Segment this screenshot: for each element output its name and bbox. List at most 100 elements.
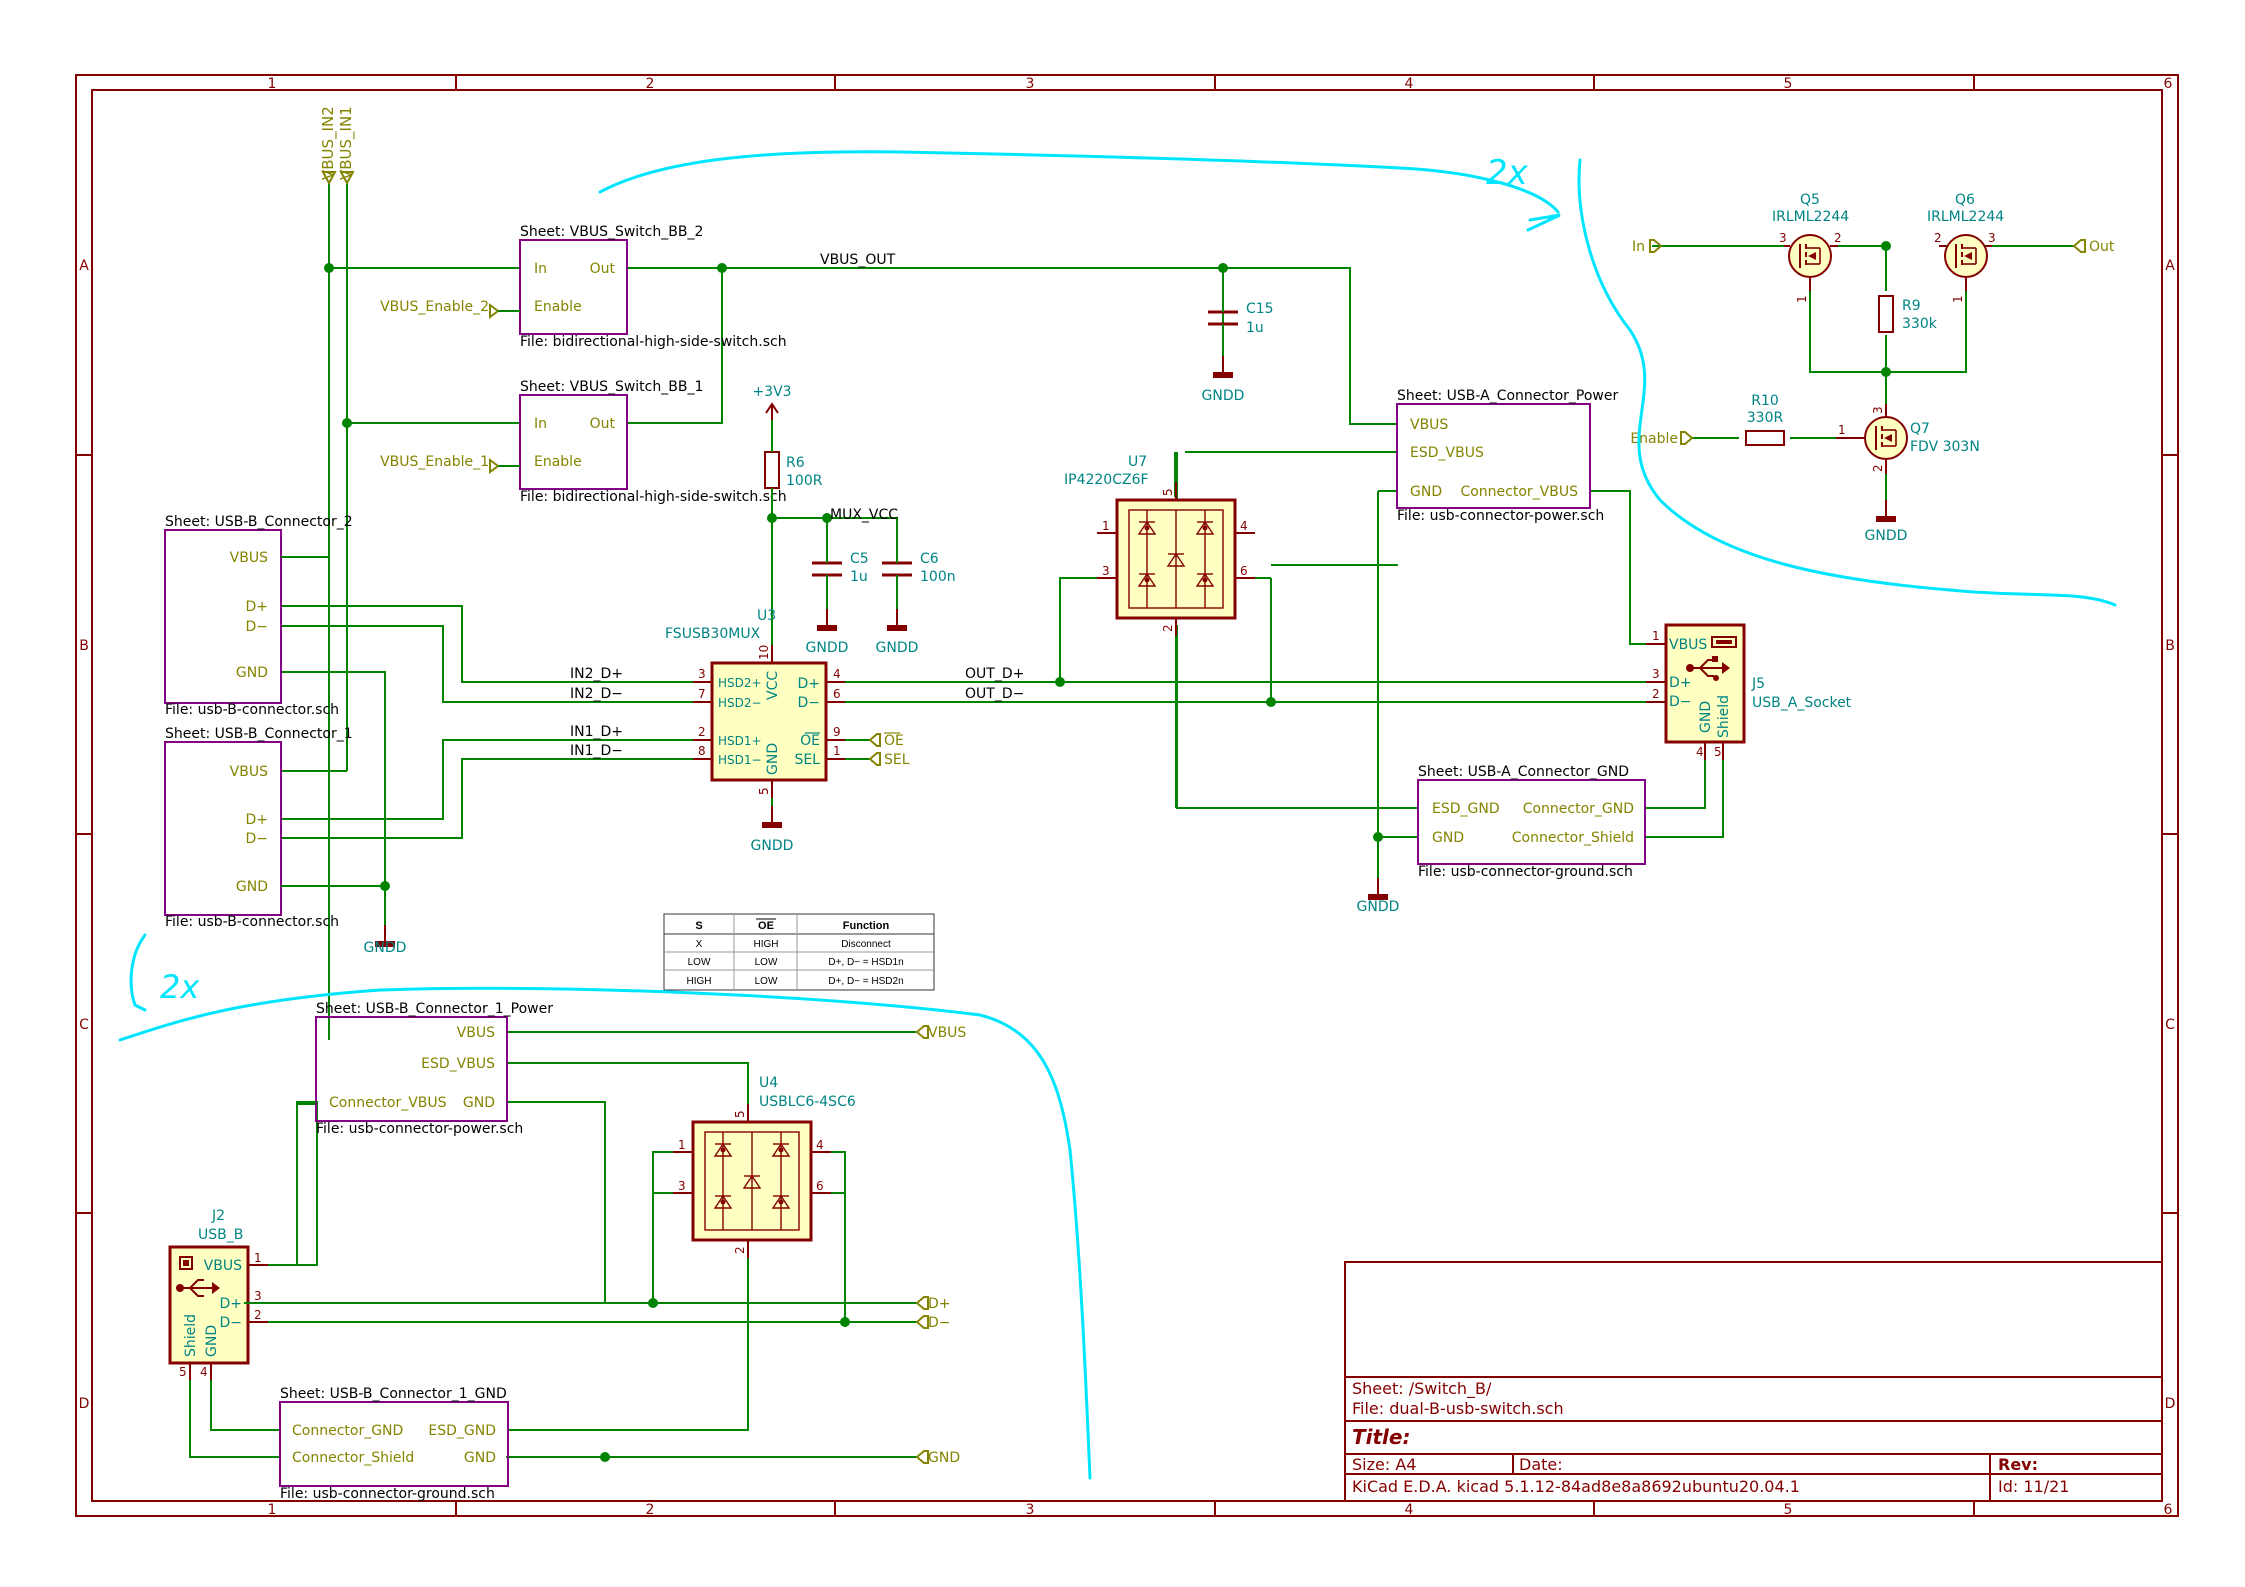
- u7-pinnum: 3: [1102, 564, 1110, 578]
- capacitor-c6[interactable]: C6 100n GNDD: [876, 518, 956, 656]
- pin-connector-gnd: Connector_GND: [1523, 801, 1634, 817]
- pin-dp: D+: [245, 599, 268, 615]
- net-in1-dm: IN1_D−: [570, 743, 623, 759]
- mosfet-q5[interactable]: 3 2 1 Q5 IRLML2244: [1772, 192, 1849, 303]
- sheet-usb-b-connector-1-gnd[interactable]: Sheet: USB-B_Connector_1_GND File: usb-c…: [279, 1386, 509, 1502]
- u4-wiring: [653, 1063, 845, 1194]
- c5-ref: C5: [850, 551, 869, 567]
- esd-u4-usblc6[interactable]: 1 3 4 6 5 2 U4 USBLC6-4SC6: [673, 1075, 856, 1258]
- label-vbus-enable-1: VBUS_Enable_1: [380, 454, 489, 470]
- title-rev: Rev:: [1998, 1455, 2038, 1474]
- sheet-usba-power-name: Sheet: USB-A_Connector_Power: [1397, 388, 1618, 404]
- pin-gnd: GND: [236, 665, 268, 681]
- sheet-vbus-bb1-file: File: bidirectional-high-side-switch.sch: [520, 489, 787, 505]
- pin-esd-gnd: ESD_GND: [1432, 801, 1500, 817]
- ic-u3-fsusb30mux[interactable]: HSD2+ HSD2− HSD1+ HSD1− D+ D− OE SEL VCC…: [665, 608, 845, 798]
- c15-ref: C15: [1246, 301, 1274, 317]
- title-block: Sheet: /Switch_B/ File: dual-B-usb-switc…: [1344, 1261, 2163, 1502]
- frame-col-6-bottom: 6: [2164, 1502, 2173, 1518]
- esd-u7-ip4220cz6f[interactable]: 1 3 4 6 5 2 U7 IP4220CZ6F: [1064, 454, 1255, 636]
- u3-pin-hsd2p: HSD2+: [718, 676, 762, 690]
- u4-pinnum: 1: [678, 1138, 686, 1152]
- u7-wiring: [1060, 452, 1271, 808]
- q6-ref: Q6: [1955, 192, 1975, 208]
- q5-value: IRLML2244: [1772, 209, 1849, 225]
- j2-pinnum: 3: [254, 1289, 262, 1303]
- pin-gnd: GND: [463, 1095, 495, 1111]
- sheet-usbb2-file: File: usb-B-connector.sch: [165, 702, 339, 718]
- gndd-label: GNDD: [1865, 528, 1908, 544]
- u3-value: FSUSB30MUX: [665, 626, 761, 642]
- capacitor-c15[interactable]: C15 1u GNDD: [1202, 268, 1274, 404]
- resistor-r10[interactable]: R10 330R: [1745, 393, 1785, 446]
- u4-pinnum: 5: [733, 1110, 747, 1118]
- frame-col-3-bottom: 3: [1026, 1502, 1035, 1518]
- sheet-usb-b-connector-1[interactable]: Sheet: USB-B_Connector_1 File: usb-B-con…: [164, 726, 353, 930]
- frame-col-6: 6: [2164, 76, 2173, 92]
- sheet-usb-b-connector-2[interactable]: Sheet: USB-B_Connector_2 File: usb-B-con…: [164, 514, 353, 718]
- pin-gnd: GND: [1432, 830, 1464, 846]
- u3-pinnum: 2: [698, 725, 706, 739]
- pin-in: In: [534, 261, 547, 277]
- sheet-usbb1-gnd-file: File: usb-connector-ground.sch: [280, 1486, 495, 1502]
- u3-control-labels: OE SEL GNDD: [751, 732, 910, 854]
- u3-ref: U3: [757, 608, 776, 624]
- truth-cell: HIGH: [754, 939, 779, 950]
- frame-row-a: A: [79, 258, 89, 274]
- frame-row-a-right: A: [2165, 258, 2175, 274]
- frame-col-1: 1: [268, 76, 277, 92]
- u3-pin-dp: D+: [797, 676, 820, 692]
- j2-pinnum: 5: [179, 1365, 187, 1379]
- title-id: Id: 11/21: [1998, 1477, 2069, 1496]
- c15-value: 1u: [1246, 320, 1264, 336]
- sheet-vbus-switch-bb2[interactable]: Sheet: VBUS_Switch_BB_2 File: bidirectio…: [380, 224, 786, 350]
- u3-pinnum: 9: [833, 725, 841, 739]
- j2-pin-gnd: GND: [204, 1325, 220, 1357]
- sheet-usbb1-file: File: usb-B-connector.sch: [165, 914, 339, 930]
- j5-pin-gnd: GND: [1698, 701, 1714, 733]
- resistor-r9[interactable]: R9 330k: [1878, 295, 1938, 333]
- pin-dm: D−: [245, 831, 268, 847]
- pin-vbus: VBUS: [230, 550, 268, 566]
- connector-j2-usb-b[interactable]: VBUS D+ D− Shield GND 1 3 2 5 4 J2 USB_B: [168, 1208, 268, 1380]
- resistor-r6[interactable]: R6 100R: [764, 420, 823, 518]
- u4-pinnum: 6: [816, 1179, 824, 1193]
- label-oe: OE: [884, 733, 904, 749]
- net-in2-dm: IN2_D−: [570, 686, 623, 702]
- sheet-usb-a-connector-gnd[interactable]: Sheet: USB-A_Connector_GND File: usb-con…: [1417, 764, 1646, 880]
- q6-pin3: 3: [1988, 231, 1996, 245]
- sheet-usbb1-gnd-name: Sheet: USB-B_Connector_1_GND: [280, 1386, 507, 1402]
- mosfet-q7[interactable]: 1 3 2 Q7 FDV 303N GNDD: [1836, 404, 1980, 544]
- sheet-usbb1-power-name: Sheet: USB-B_Connector_1_Power: [316, 1001, 553, 1017]
- sheet-usb-b-connector-1-power[interactable]: Sheet: USB-B_Connector_1_Power File: usb…: [315, 1001, 553, 1137]
- truth-cell: LOW: [755, 976, 778, 987]
- pin-out: Out: [590, 416, 616, 432]
- q5-pin2: 2: [1834, 231, 1842, 245]
- j2-wiring: [244, 1101, 316, 1304]
- u4-pinnum: 4: [816, 1138, 824, 1152]
- j2-pin-vbus: VBUS: [204, 1258, 242, 1274]
- mosfet-q6[interactable]: 2 3 1 Q6 IRLML2244: [1927, 192, 2004, 303]
- net-vbus-out: VBUS_OUT: [820, 252, 896, 268]
- j2-value: USB_B: [198, 1227, 243, 1243]
- hand-annotations: [118, 150, 2117, 1480]
- sheet-usb-a-connector-power[interactable]: Sheet: USB-A_Connector_Power File: usb-c…: [1396, 388, 1618, 524]
- pin-out: Out: [590, 261, 616, 277]
- truth-cell: D+, D− = HSD1n: [828, 957, 903, 968]
- sheet-vbus-switch-bb1[interactable]: Sheet: VBUS_Switch_BB_1 File: bidirectio…: [380, 379, 786, 505]
- label-vbus: VBUS: [928, 1025, 966, 1041]
- frame-row-c: C: [79, 1017, 89, 1033]
- j2-pin-dp: D+: [219, 1296, 242, 1312]
- u3-pinnum: 7: [698, 687, 706, 701]
- net-in1-dp: IN1_D+: [570, 724, 623, 740]
- pin-connector-shield: Connector_Shield: [292, 1450, 414, 1466]
- pin-connector-shield: Connector_Shield: [1512, 830, 1634, 846]
- usbb-gndd-symbol: GNDD: [364, 924, 406, 956]
- frame-col-5-bottom: 5: [1784, 1502, 1793, 1518]
- sheet-usba-power-file: File: usb-connector-power.sch: [1397, 508, 1604, 524]
- connector-j5-usb-a[interactable]: VBUS D+ D− GND Shield 1 3 2 4 5 J5 USB_A…: [1646, 623, 1852, 760]
- label-sel: SEL: [884, 752, 910, 768]
- net-out-dp: OUT_D+: [965, 666, 1024, 682]
- capacitor-c5[interactable]: C5 1u GNDD: [806, 518, 869, 656]
